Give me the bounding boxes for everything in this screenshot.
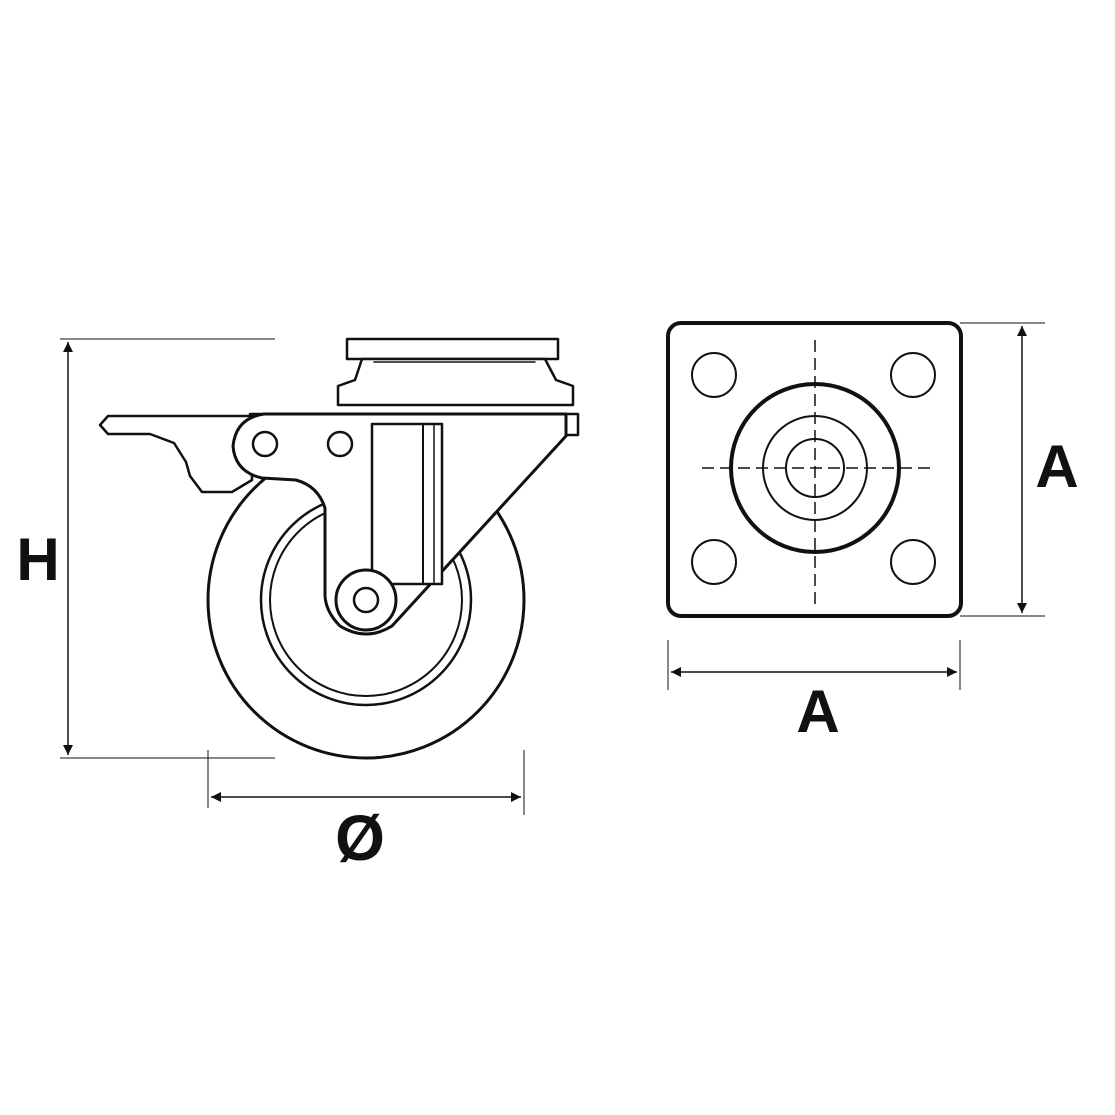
bolt-holes bbox=[691, 352, 936, 585]
brake-pedal bbox=[98, 414, 254, 494]
plate-width-label: A bbox=[796, 678, 839, 745]
top-plate bbox=[336, 337, 575, 407]
center-lines bbox=[702, 340, 930, 605]
caster-side-view bbox=[98, 337, 580, 760]
diameter-dimension bbox=[207, 750, 525, 815]
height-label: H bbox=[16, 526, 59, 593]
plate-width-dimension bbox=[667, 640, 961, 690]
diameter-label: Ø bbox=[335, 802, 385, 874]
plate-depth-dimension bbox=[960, 322, 1045, 617]
pivot-holes bbox=[251, 430, 354, 458]
height-dimension bbox=[60, 338, 275, 759]
plate-depth-label: A bbox=[1035, 433, 1078, 500]
fork bbox=[231, 412, 568, 636]
plate-top-view bbox=[666, 321, 963, 618]
axle bbox=[334, 568, 398, 632]
plate-outline bbox=[666, 321, 963, 618]
